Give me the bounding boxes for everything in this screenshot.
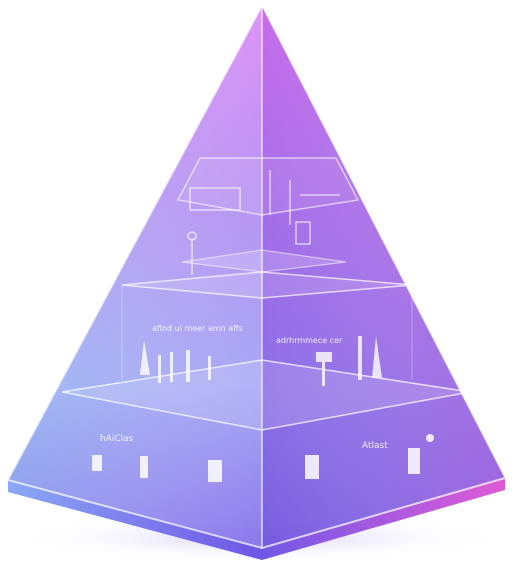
glass-scribble-mid-right: adrhrmmece cer xyxy=(276,336,343,345)
glass-scribble-low-left: hAiClas xyxy=(100,434,134,444)
glass-scribble-low-right: Atlast xyxy=(362,441,388,451)
glass-scribble-mid-left: afind ui meer amn affs xyxy=(152,324,243,333)
